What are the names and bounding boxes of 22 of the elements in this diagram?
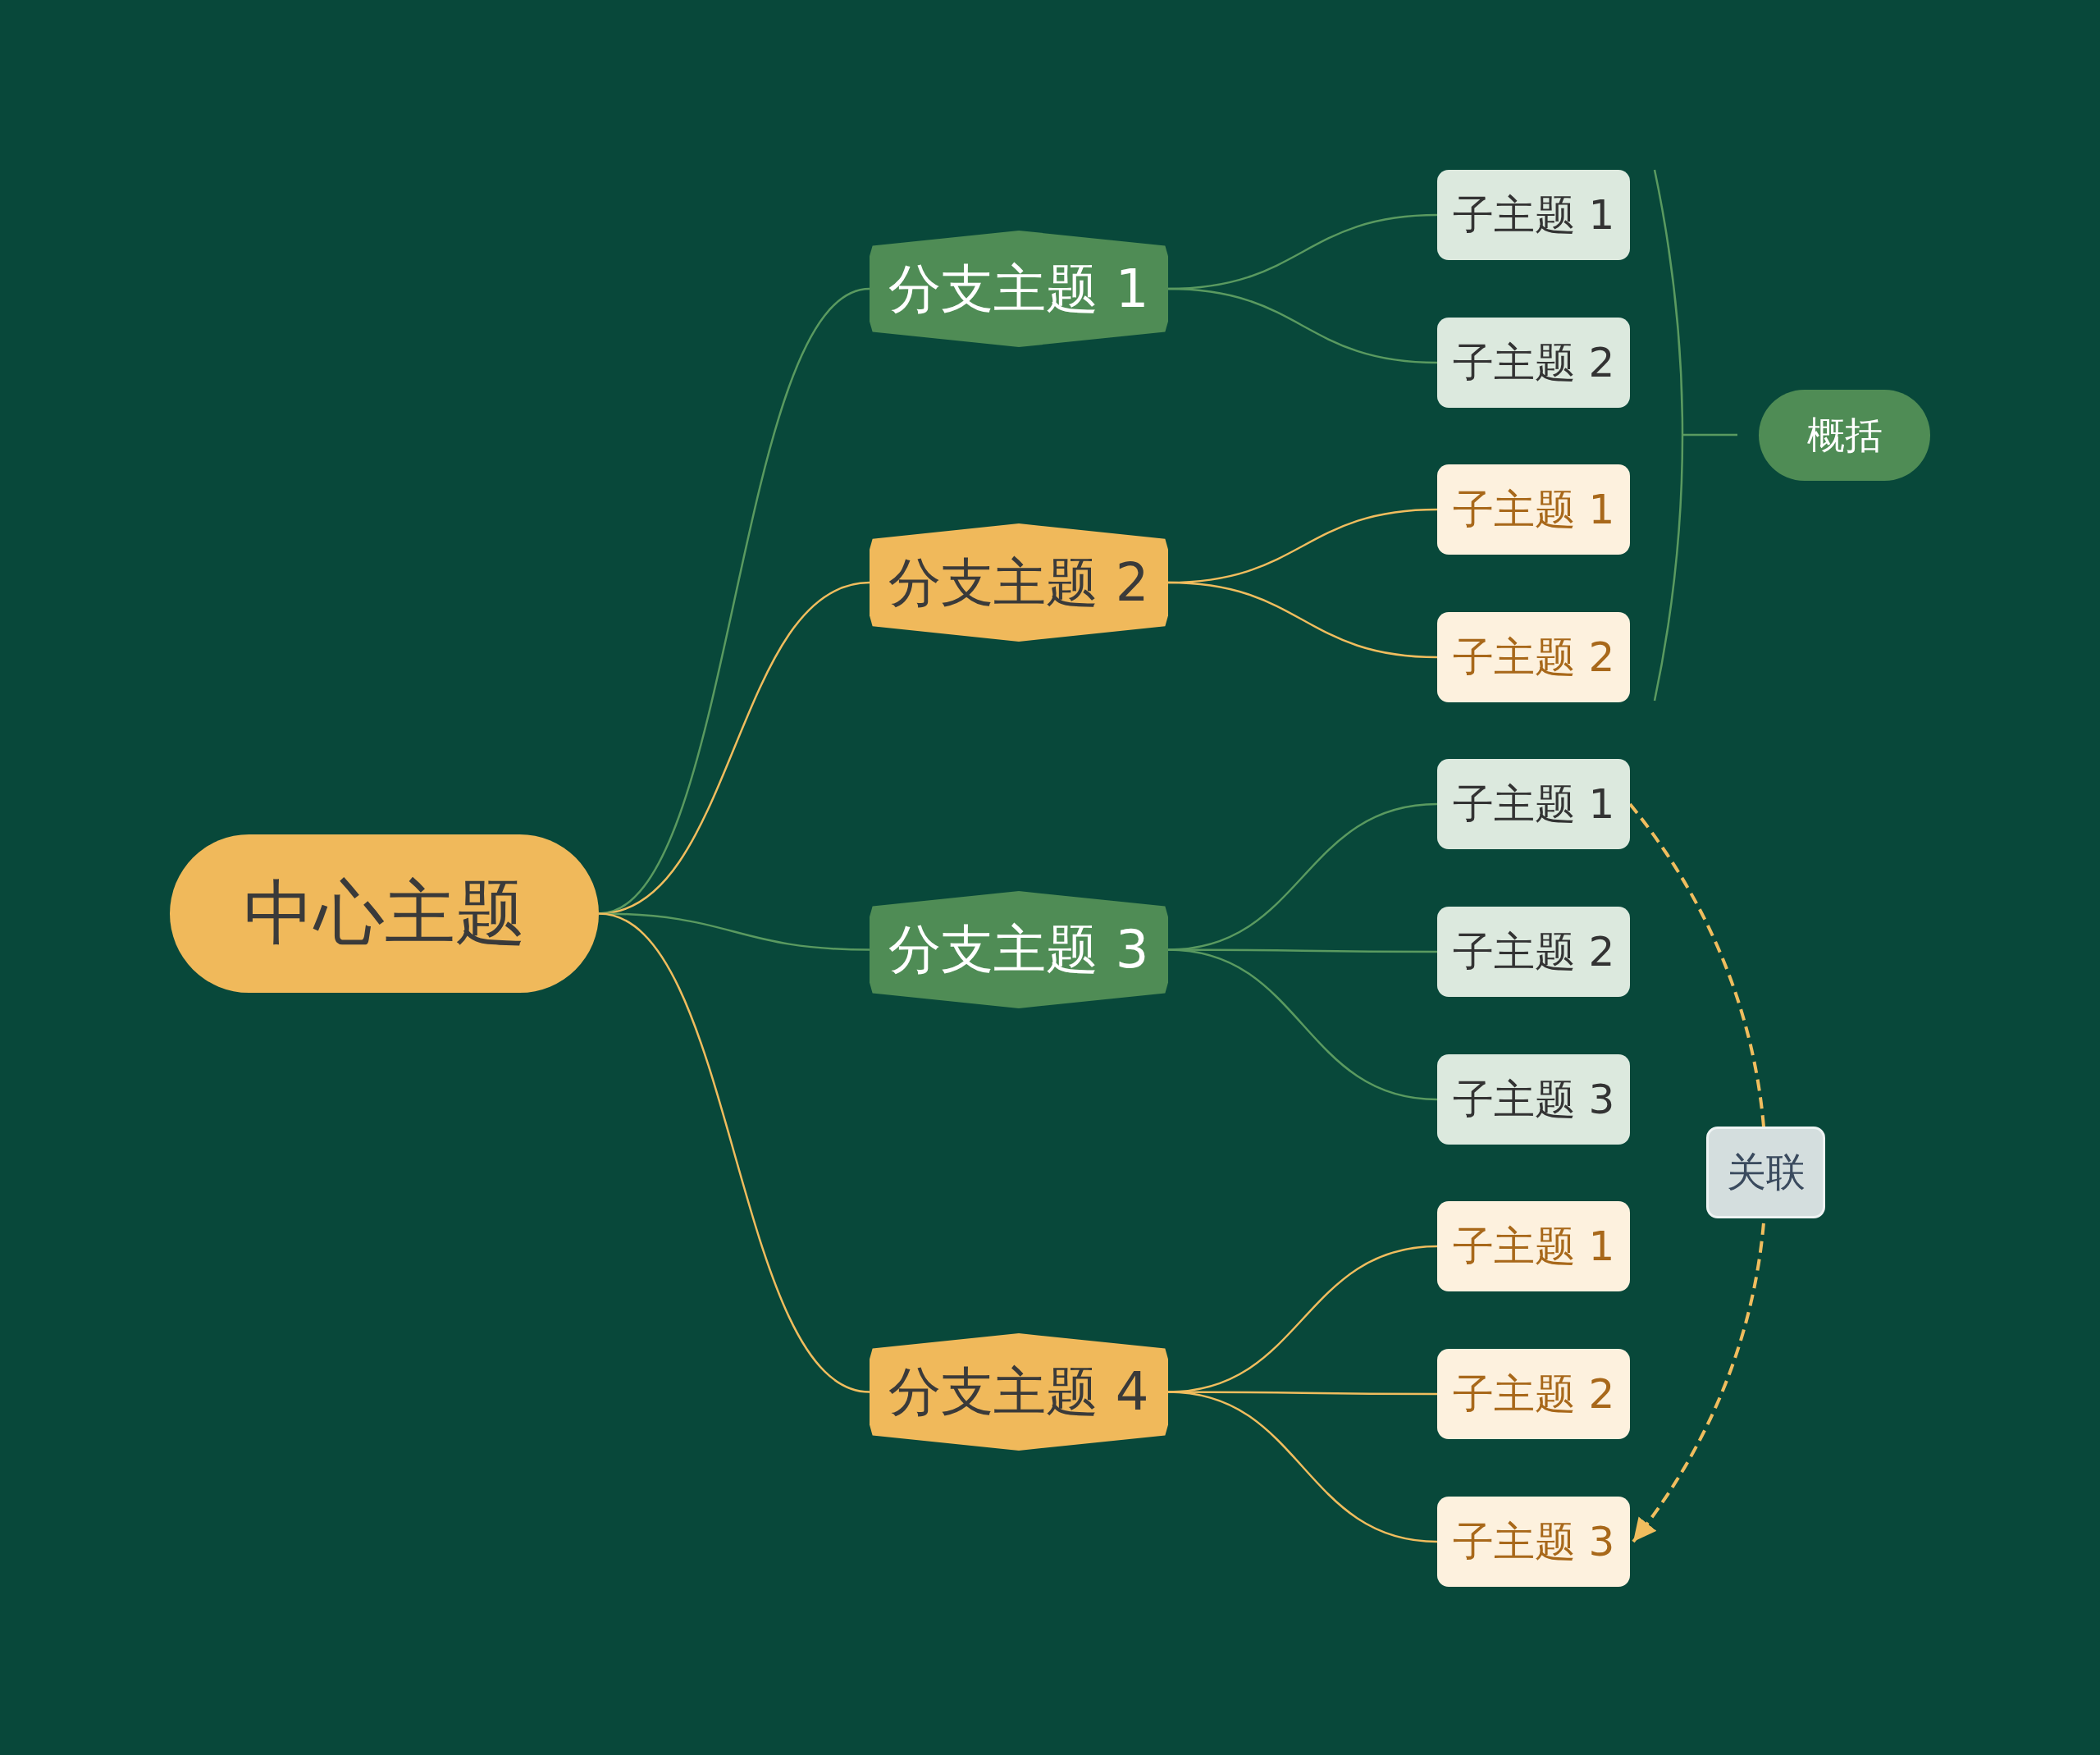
subtopic-box: 子主题 1 (1437, 170, 1630, 260)
branch-line (598, 912, 870, 1393)
branch-hexagon: 分支主题 2 (870, 523, 1168, 642)
subtopic-box: 子主题 2 (1437, 612, 1630, 702)
subtopic-box: 子主题 2 (1437, 1349, 1630, 1439)
subtopic-box: 子主题 3 (1437, 1497, 1630, 1587)
branch-hexagon: 分支主题 1 (870, 231, 1168, 347)
subtopic-box: 子主题 1 (1437, 464, 1630, 555)
relation-arrow (1628, 802, 1768, 1543)
subtopic-box: 子主题 3 (1437, 1054, 1630, 1145)
subtopic-box: 子主题 1 (1437, 759, 1630, 849)
subtopic-box: 子主题 1 (1437, 1201, 1630, 1291)
branch-line (1167, 581, 1438, 659)
edge-label: 关联 (1706, 1126, 1826, 1218)
subtopic-box: 子主题 2 (1437, 318, 1630, 408)
topic-pill: 概括 (1759, 390, 1930, 481)
branch-line (1167, 287, 1438, 364)
branch-hexagon: 分支主题 3 (870, 891, 1168, 1008)
subtopic-box: 子主题 2 (1437, 907, 1630, 997)
branch-line (1167, 1391, 1438, 1543)
branch-hexagon: 分支主题 4 (870, 1333, 1168, 1451)
topic-pill: 中心主题 (170, 834, 599, 993)
